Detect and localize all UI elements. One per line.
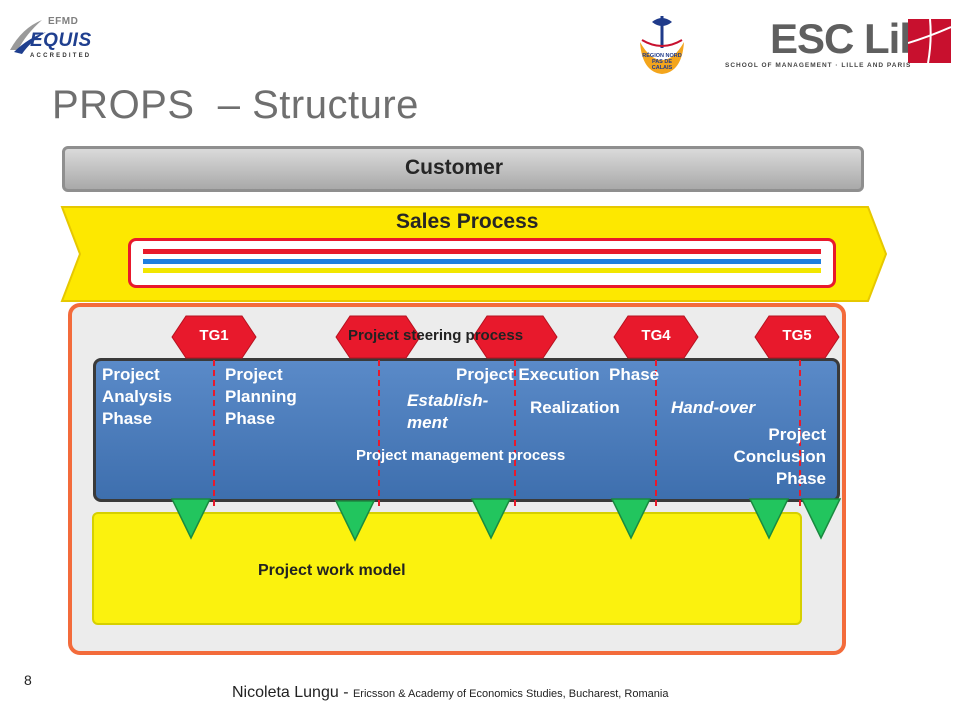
page-number: 8 <box>24 672 32 688</box>
equis-swoosh-icon <box>10 20 46 54</box>
sales-stripe-blue <box>143 259 821 264</box>
tollgate-label: TG5 <box>782 327 812 344</box>
sales-stripe-yellow <box>143 268 821 273</box>
phase-conclusion: Project Conclusion Phase <box>733 425 826 488</box>
region-emblem-icon <box>640 16 684 74</box>
customer-label: Customer <box>405 156 504 179</box>
management-process-label: Project management process <box>356 447 566 464</box>
equis-top-text: EFMD <box>48 16 79 27</box>
equis-sub-text: ACCREDITED <box>30 53 92 59</box>
tollgate-label: TG1 <box>199 327 229 344</box>
footer-credit: Nicoleta Lungu - Ericsson & Academy of E… <box>232 684 668 702</box>
customer-bar <box>62 146 864 192</box>
steering-process-label: Project steering process <box>348 327 524 344</box>
tollgate-label: TG3 <box>500 327 530 344</box>
phase-execution: Project Execution Phase <box>456 365 660 384</box>
tollgate-label: TG4 <box>641 327 671 344</box>
footer-affiliation: Ericsson & Academy of Economics Studies,… <box>352 688 669 700</box>
phase-box <box>93 358 840 502</box>
equis-main-text: EQUIS <box>30 30 92 51</box>
sales-stripe-red <box>143 249 821 254</box>
slide-title: PROPS – Structure <box>52 83 419 127</box>
esc-sub-text: SCHOOL OF MANAGEMENT · LILLE AND PARIS <box>725 62 912 69</box>
phase-establishment: Establish- ment <box>407 391 489 432</box>
phase-handover: Hand-over <box>671 398 756 417</box>
region-logo: RÉGION NORD PAS DE CALAIS <box>632 12 692 76</box>
region-text: RÉGION NORD PAS DE CALAIS <box>642 53 682 71</box>
tollgate-label: TG2 <box>363 327 393 344</box>
phase-analysis: Project Analysis Phase <box>102 365 172 428</box>
sales-process-label: Sales Process <box>396 210 539 233</box>
phase-realization: Realization <box>530 398 620 417</box>
esc-lille-logo: ESC Lille SCHOOL OF MANAGEMENT · LILLE A… <box>722 14 952 74</box>
equis-logo: EFMD EQUIS ACCREDITED <box>8 14 108 74</box>
phase-planning: Project Planning Phase <box>225 365 297 428</box>
work-model-label: Project work model <box>258 562 406 579</box>
work-model-box <box>92 512 802 625</box>
footer-author: Nicoleta Lungu - <box>232 684 353 701</box>
esc-emblem-icon <box>907 18 952 64</box>
